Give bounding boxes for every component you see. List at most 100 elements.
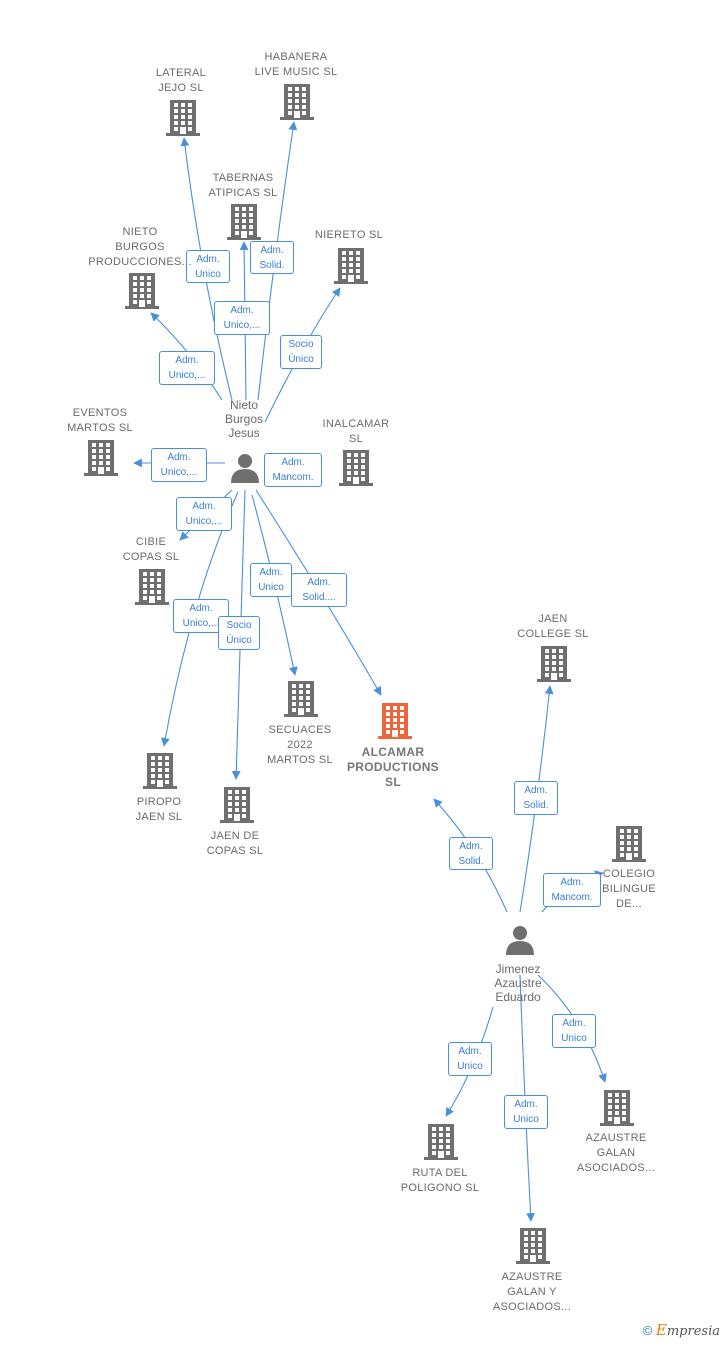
edge-role-text: Mancom. — [551, 892, 593, 903]
company-name-line: CIBIE — [135, 536, 167, 548]
company-name-line: JAEN DE — [210, 830, 260, 842]
company-name-line: COPAS SL — [206, 845, 264, 857]
building-icon[interactable] — [84, 440, 118, 481]
company-name-line: AZAUSTRE — [585, 1132, 647, 1144]
edge-role-label[interactable]: Adm. Solid. — [449, 837, 493, 870]
edge-role-label[interactable]: Adm. Unico — [552, 1014, 596, 1048]
edge-role-text: Unico — [258, 582, 284, 593]
company-name-line: COLLEGE SL — [517, 628, 589, 640]
company-name-line: SL — [385, 775, 401, 789]
building-icon[interactable] — [537, 646, 571, 687]
company-name-line: MARTOS SL — [267, 754, 333, 766]
company-name-line: LATERAL — [155, 67, 207, 79]
edge-role-text: Solid. — [458, 856, 484, 867]
edge-role-text: Adm. — [230, 305, 254, 316]
edge-role-label[interactable]: Adm.Unico — [448, 1042, 492, 1076]
edge-role-label[interactable]: Adm.Unico — [504, 1095, 548, 1129]
edge-role-text: Único — [226, 635, 252, 646]
company-name-tabernas[interactable]: TABERNAS ATIPICAS SL — [178, 171, 308, 201]
company-name-line: TABERNAS — [212, 172, 274, 184]
building-icon[interactable] — [227, 204, 261, 245]
building-icon[interactable] — [284, 681, 318, 722]
person-name-line: Nieto — [229, 398, 258, 412]
company-name-line: SL — [348, 433, 364, 445]
company-name-line: JEJO SL — [158, 82, 204, 94]
building-icon[interactable] — [378, 703, 412, 744]
company-name-jaen-copas[interactable]: JAEN DE COPAS SL — [170, 829, 300, 859]
company-name-line: PRODUCCIONES... — [88, 256, 192, 268]
edge-role-label[interactable]: Adm.Mancom. — [264, 453, 322, 487]
person-icon[interactable] — [505, 925, 535, 960]
edge-role-text: Unico,... — [160, 467, 198, 478]
company-name-niereto[interactable]: NIERETO SL — [284, 228, 414, 243]
edge-role-label[interactable]: Adm.Solid. — [514, 781, 558, 815]
edge-role-label[interactable]: Adm.Unico,... — [176, 497, 232, 531]
building-icon[interactable] — [135, 569, 169, 610]
building-icon[interactable] — [125, 273, 159, 314]
company-name-line: PRODUCTIONS — [347, 760, 439, 774]
brand-name: mpresia — [666, 1324, 720, 1339]
edge-role-text: Unico — [457, 1061, 483, 1072]
building-icon[interactable] — [280, 84, 314, 125]
building-icon[interactable] — [143, 753, 177, 794]
edge-role-text: Unico — [561, 1033, 587, 1044]
edge-role-text: Unico,... — [182, 618, 220, 629]
edge-role-label[interactable]: Adm.Unico,... — [214, 301, 270, 335]
edge-role-label[interactable]: Adm.Solid. — [250, 241, 294, 274]
building-icon[interactable] — [600, 1090, 634, 1131]
footer-brand[interactable]: © Empresia — [643, 1321, 720, 1339]
building-icon[interactable] — [220, 787, 254, 828]
building-icon[interactable] — [612, 826, 646, 867]
edge-role-label[interactable]: Adm.Unico,... — [159, 351, 215, 385]
building-icon[interactable] — [516, 1228, 550, 1269]
company-name-line: DE... — [616, 898, 642, 910]
edge-role-text: Adm. — [459, 841, 483, 852]
company-name-line: RUTA DEL — [412, 1167, 468, 1179]
person-name-line: Jimenez — [495, 962, 541, 976]
company-name-line: LIVE MUSIC SL — [254, 66, 338, 78]
edge-role-label[interactable]: Adm.Solid.... — [291, 573, 347, 607]
edge-role-label[interactable]: Adm. Unico,... — [151, 448, 207, 482]
edge-role-text: Adm. — [281, 457, 305, 468]
building-icon[interactable] — [166, 100, 200, 141]
company-name-line: ASOCIADOS... — [492, 1301, 572, 1313]
company-name-line: 2022 — [287, 739, 313, 751]
edge-role-text: Adm. — [562, 1018, 586, 1029]
company-name-line: ATIPICAS SL — [208, 187, 278, 199]
edge-role-label[interactable]: Adm.Unico — [250, 563, 292, 597]
company-name-line: AZAUSTRE — [501, 1271, 563, 1283]
person-icon[interactable] — [230, 453, 260, 488]
company-name-line: MARTOS SL — [67, 422, 133, 434]
building-icon[interactable] — [339, 450, 373, 491]
edge-role-text: Adm. — [260, 245, 284, 256]
edge-role-text: Adm. — [167, 452, 191, 463]
edge-role-text: Unico,... — [185, 516, 223, 527]
copyright-symbol: © — [642, 1323, 653, 1338]
edge-role-text: Socio — [226, 620, 252, 631]
edge-role-label[interactable]: Adm.Mancom. — [543, 873, 601, 907]
person-name-line: Burgos — [224, 412, 264, 426]
building-icon[interactable] — [334, 248, 368, 289]
company-name-lateral[interactable]: LATERAL JEJO SL — [116, 66, 246, 96]
edge-role-text: Solid. — [523, 800, 549, 811]
company-name-line: PIROPO — [136, 796, 182, 808]
edge-role-label[interactable]: Adm.Unico — [186, 250, 230, 283]
building-icon[interactable] — [424, 1124, 458, 1165]
